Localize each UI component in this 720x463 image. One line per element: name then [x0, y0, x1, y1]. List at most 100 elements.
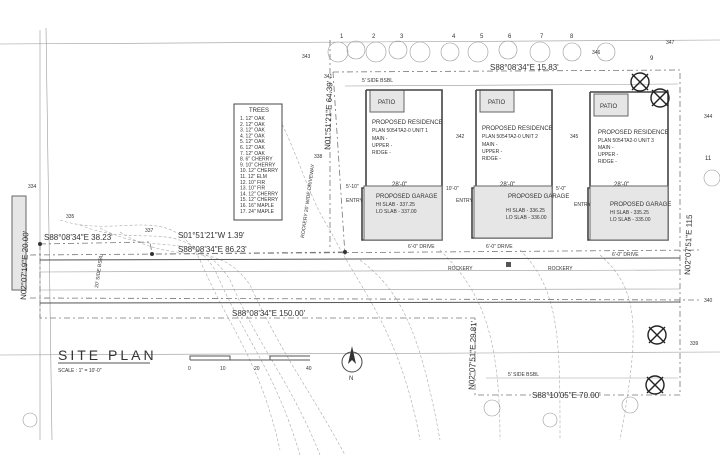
svg-text:4: 4: [452, 34, 456, 40]
svg-text:HI SLAB - 335.25: HI SLAB - 335.25: [610, 210, 649, 216]
svg-text:S88°10'05"E 70.00': S88°10'05"E 70.00': [532, 391, 601, 400]
svg-text:6'-0" DRIVE: 6'-0" DRIVE: [408, 244, 435, 250]
driveway: [38, 242, 681, 304]
svg-text:342: 342: [456, 134, 465, 140]
tree-legend-item: 5. 12" OAK: [240, 139, 266, 145]
svg-text:HI SLAB - 336.25: HI SLAB - 336.25: [506, 208, 545, 214]
svg-text:340: 340: [704, 298, 713, 304]
svg-text:RIDGE -: RIDGE -: [372, 150, 391, 156]
svg-text:S88°08'34"E 86.23': S88°08'34"E 86.23': [178, 245, 247, 254]
svg-text:LO SLAB - 336.00: LO SLAB - 336.00: [506, 215, 547, 221]
svg-text:5: 5: [480, 34, 484, 40]
svg-text:LO SLAB - 335.00: LO SLAB - 335.00: [610, 217, 651, 223]
svg-text:PROPOSED RESIDENCE: PROPOSED RESIDENCE: [372, 120, 443, 126]
svg-text:PROPOSED GARAGE: PROPOSED GARAGE: [376, 194, 437, 200]
svg-text:5'-10": 5'-10": [346, 184, 359, 190]
tree-legend-item: 1. 12" OAK: [240, 116, 266, 122]
tree-legend-item: 13. 10" FIR: [240, 186, 266, 192]
svg-text:N02°07'19"E 20.00': N02°07'19"E 20.00': [19, 230, 30, 300]
svg-text:PLAN 5054TA2-0 UNIT 1: PLAN 5054TA2-0 UNIT 1: [372, 128, 428, 134]
svg-text:HI SLAB - 337.25: HI SLAB - 337.25: [376, 202, 415, 208]
tree-legend-item: 6. 12" OAK: [240, 145, 266, 151]
svg-text:28'-0": 28'-0": [392, 182, 407, 188]
svg-text:5'-0": 5'-0": [556, 186, 566, 192]
svg-text:6'-0" DRIVE: 6'-0" DRIVE: [486, 244, 513, 250]
svg-text:ROCKERY: ROCKERY: [448, 266, 473, 272]
tree-legend-item: 9. 10" CHERRY: [240, 162, 276, 168]
residence-unit-1: PATIO PROPOSED RESIDENCE PLAN 5054TA2-0 …: [346, 89, 443, 250]
svg-text:341: 341: [324, 74, 333, 80]
svg-text:10: 10: [220, 366, 226, 372]
svg-text:MAIN -: MAIN -: [482, 142, 498, 148]
property-boundary: [39, 69, 681, 396]
svg-text:339: 339: [690, 341, 699, 347]
svg-text:UPPER -: UPPER -: [482, 149, 503, 155]
north-arrow-icon: N: [341, 346, 363, 382]
bearing-labels: S88°08'34"E 15.83' N01°51'21"E 64.39' S8…: [19, 63, 694, 400]
svg-text:20: 20: [254, 366, 260, 372]
svg-text:N02°07'51"E 115: N02°07'51"E 115: [683, 214, 694, 275]
svg-text:1: 1: [340, 34, 344, 40]
svg-text:MAIN -: MAIN -: [598, 145, 614, 151]
svg-text:LO SLAB - 337.00: LO SLAB - 337.00: [376, 209, 417, 215]
svg-text:PATIO: PATIO: [378, 100, 395, 106]
tree-legend-item: 7. 12" OAK: [240, 151, 266, 157]
svg-text:0: 0: [188, 366, 191, 372]
residence-unit-2: PATIO PROPOSED RESIDENCE PLAN 5054TA2-0 …: [456, 89, 569, 250]
tree-legend-item: 17. 24" MAPLE: [240, 209, 275, 215]
tree-legend-item: 2. 12" OAK: [240, 122, 266, 128]
svg-text:3: 3: [400, 34, 404, 40]
svg-text:5' SIDE BSBL: 5' SIDE BSBL: [362, 78, 393, 84]
svg-text:PATIO: PATIO: [600, 104, 617, 110]
svg-text:40: 40: [306, 366, 312, 372]
tree-legend-item: 14. 12" CHERRY: [240, 191, 279, 197]
svg-text:UPPER -: UPPER -: [372, 143, 393, 149]
svg-text:6: 6: [508, 34, 512, 40]
svg-text:ENTRY: ENTRY: [346, 198, 364, 204]
svg-text:S88°08'34"E 38.23': S88°08'34"E 38.23': [44, 233, 113, 242]
svg-text:344: 344: [704, 114, 713, 120]
svg-text:S88°08'34"E 15.83': S88°08'34"E 15.83': [490, 63, 559, 72]
svg-text:S01°51'21"W 1.39': S01°51'21"W 1.39': [178, 231, 245, 240]
svg-text:RIDGE -: RIDGE -: [482, 156, 501, 162]
tree-legend-item: 8. 6" CHERRY: [240, 157, 273, 163]
svg-text:UPPER -: UPPER -: [598, 152, 619, 158]
svg-text:PROPOSED GARAGE: PROPOSED GARAGE: [610, 202, 671, 208]
tree-row: [22, 40, 720, 428]
svg-text:MAIN -: MAIN -: [372, 136, 388, 142]
svg-text:PATIO: PATIO: [488, 100, 505, 106]
tree-legend-item: 11. 12" ELM: [240, 174, 267, 180]
svg-text:334: 334: [28, 184, 37, 190]
svg-text:11: 11: [705, 156, 712, 162]
svg-text:N01°51'21"E 64.39': N01°51'21"E 64.39': [323, 80, 334, 150]
drawing-title: SITE PLAN: [58, 347, 157, 363]
svg-text:N02°07'51"E 29.81': N02°07'51"E 29.81': [467, 320, 478, 390]
svg-text:S88°08'34"E 150.00': S88°08'34"E 150.00': [232, 309, 306, 318]
svg-text:PROPOSED RESIDENCE: PROPOSED RESIDENCE: [482, 126, 553, 132]
svg-text:343: 343: [302, 54, 311, 60]
svg-text:10'-0": 10'-0": [446, 186, 459, 192]
trees-removed: [630, 72, 670, 395]
tree-legend-item: 16. 16" MAPLE: [240, 203, 275, 209]
svg-text:338: 338: [314, 154, 323, 160]
svg-text:PROPOSED RESIDENCE: PROPOSED RESIDENCE: [598, 130, 669, 136]
svg-text:28'-0": 28'-0": [614, 182, 629, 188]
svg-text:20' SIDE BSBL: 20' SIDE BSBL: [94, 254, 105, 288]
tree-legend-item: 4. 12" OAK: [240, 133, 266, 139]
setback-lines: 5' SIDE BSBL 5' SIDE BSBL: [344, 78, 679, 379]
svg-text:ENTRY: ENTRY: [456, 198, 474, 204]
tree-legend-header: TREES: [249, 108, 269, 114]
svg-text:PLAN 5054TA2-0 UNIT 2: PLAN 5054TA2-0 UNIT 2: [482, 134, 538, 140]
svg-text:345: 345: [570, 134, 579, 140]
tree-legend-item: 10. 12" CHERRY: [240, 168, 279, 174]
svg-text:335: 335: [66, 214, 75, 220]
svg-text:PLAN 5054TA2-0 UNIT 3: PLAN 5054TA2-0 UNIT 3: [598, 138, 654, 144]
tree-legend-item: 3. 12" OAK: [240, 128, 266, 134]
svg-text:8: 8: [570, 34, 574, 40]
svg-text:ROCKERY: ROCKERY: [548, 266, 573, 272]
svg-text:N: N: [349, 376, 353, 382]
tree-number-labels: 1 2 3 4 5 6 7 8 9 11: [340, 34, 712, 162]
svg-text:28'-0": 28'-0": [500, 182, 515, 188]
svg-text:5' SIDE BSBL: 5' SIDE BSBL: [508, 372, 539, 378]
